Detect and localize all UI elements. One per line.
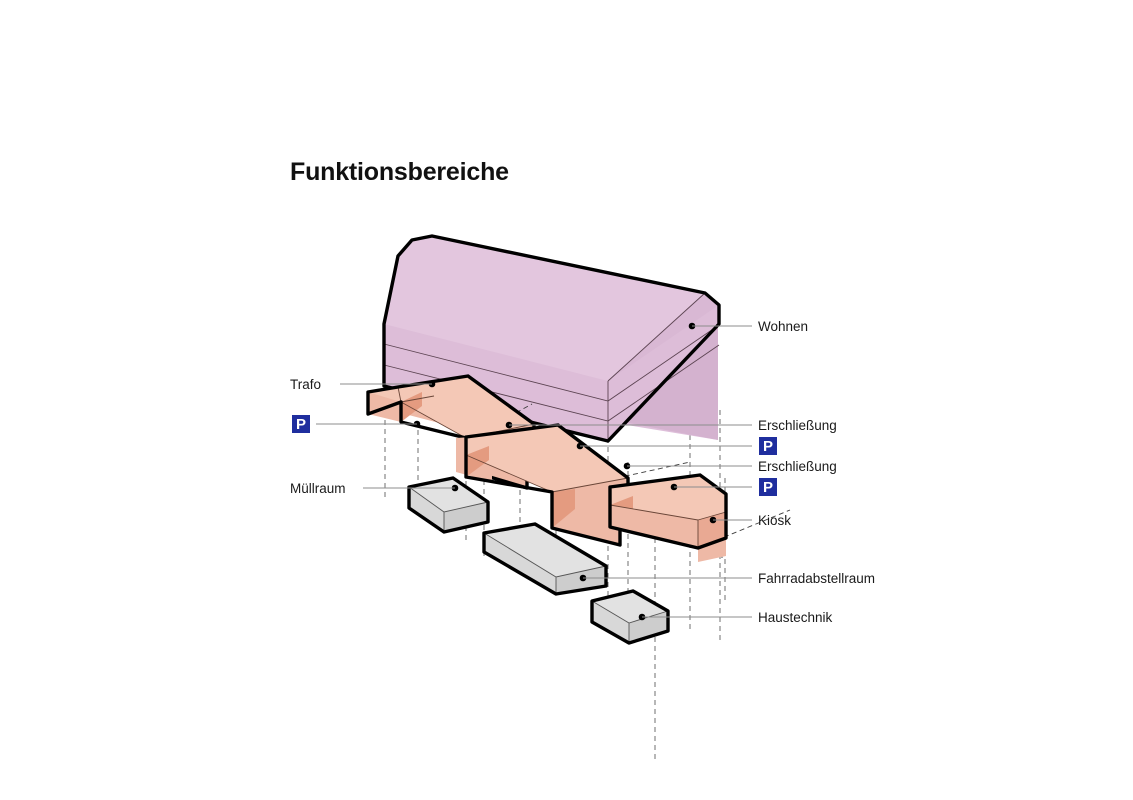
label-fahrradabstellraum: Fahrradabstellraum (758, 571, 875, 586)
middle-slab-right-shadow (552, 489, 575, 528)
label-muellraum: Müllraum (290, 481, 346, 496)
wohnen-chamfer-plane (608, 293, 719, 381)
fahrrad-edges (483, 532, 607, 594)
volume-erschliessung-middle[interactable] (456, 423, 691, 547)
label-haustechnik: Haustechnik (758, 610, 833, 625)
parking-badge-left[interactable]: P (290, 413, 312, 435)
volume-fahrradabstellraum[interactable] (482, 522, 608, 596)
kiosk-body-2 (610, 505, 698, 548)
wohnen-top-plane (384, 236, 719, 381)
muellraum-front (409, 487, 444, 532)
leader-lines (316, 325, 752, 618)
volume-muellraum[interactable] (407, 476, 490, 534)
haustechnik-edges (591, 600, 669, 643)
parking-badge-right-lower[interactable]: P (757, 476, 779, 498)
haustechnik-top (592, 591, 668, 623)
label-erschliessung-2: Erschließung (758, 459, 837, 474)
label-kiosk: Kiosk (758, 513, 791, 528)
muellraum-top (409, 478, 488, 512)
haustechnik-front (592, 601, 629, 643)
fahrrad-top (484, 524, 606, 577)
page-title: Funktionsbereiche (290, 158, 509, 186)
kiosk-outline (608, 473, 728, 550)
upper-slab-top-main (398, 376, 534, 438)
fahrrad-front (484, 533, 556, 594)
haustechnik-side (629, 611, 668, 643)
wohnen-outline (382, 234, 721, 443)
label-erschliessung-1: Erschließung (758, 418, 837, 433)
parking-badge-glyph: P (296, 416, 306, 433)
haustechnik-outline (590, 589, 670, 645)
muellraum-outline (407, 476, 490, 534)
label-wohnen: Wohnen (758, 319, 808, 334)
parking-badge-right-upper[interactable]: P (757, 435, 779, 457)
middle-slab-notch-shadow (466, 446, 489, 477)
kiosk-edges (609, 504, 727, 548)
kiosk-top (610, 475, 726, 520)
muellraum-edges (408, 486, 489, 532)
volume-haustechnik[interactable] (590, 589, 670, 645)
wohnen-chamfer-edge (607, 292, 706, 382)
parking-badge-glyph: P (763, 479, 773, 496)
upper-slab-ridge (400, 401, 467, 439)
volume-kiosk[interactable] (600, 473, 791, 562)
upper-slab-edge-1 (397, 386, 535, 470)
middle-slab-top (466, 425, 628, 492)
fahrrad-outline (482, 522, 608, 596)
label-trafo: Trafo (290, 377, 321, 392)
parking-badge-glyph: P (763, 438, 773, 455)
